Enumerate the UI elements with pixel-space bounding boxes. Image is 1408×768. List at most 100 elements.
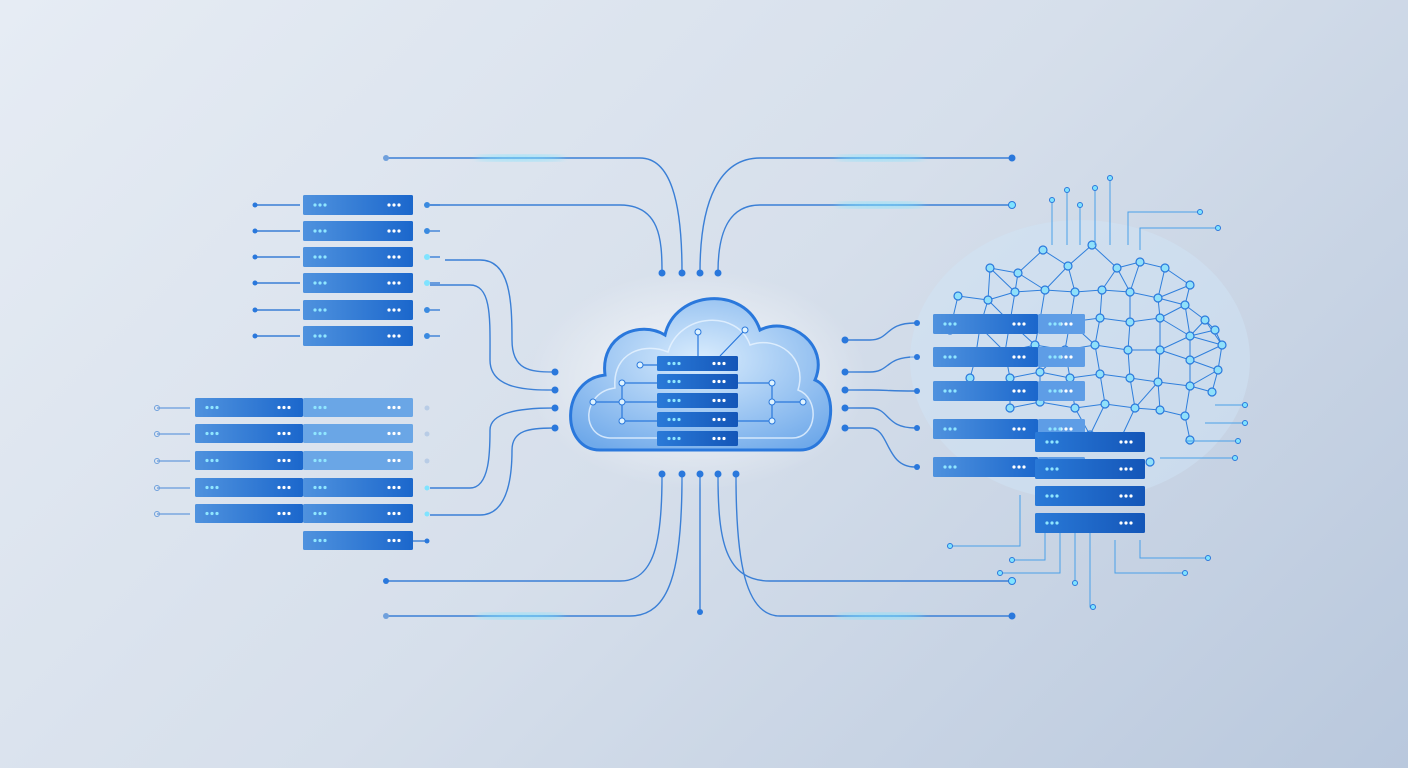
status-led bbox=[318, 255, 322, 259]
connector-dot bbox=[841, 368, 849, 376]
neural-edge bbox=[1159, 349, 1191, 361]
connector-dot bbox=[1008, 154, 1016, 162]
status-led bbox=[313, 281, 317, 285]
connection-line bbox=[845, 322, 916, 341]
neural-edge bbox=[1074, 403, 1106, 409]
status-led bbox=[1022, 389, 1026, 393]
neural-node bbox=[1005, 373, 1015, 383]
status-led bbox=[210, 511, 214, 516]
status-led bbox=[397, 511, 401, 516]
status-led bbox=[323, 431, 327, 436]
circuit-node bbox=[1242, 420, 1248, 426]
connector-dot bbox=[383, 578, 389, 584]
status-led bbox=[953, 427, 957, 431]
connector-dot bbox=[154, 431, 160, 437]
server-rack-icon bbox=[195, 504, 303, 523]
status-led bbox=[1058, 427, 1062, 431]
server-body bbox=[933, 457, 1038, 477]
status-led bbox=[667, 398, 671, 403]
neural-node bbox=[965, 373, 975, 383]
neural-node bbox=[985, 263, 995, 273]
status-led bbox=[392, 255, 396, 259]
neural-edge bbox=[1099, 317, 1131, 323]
status-led bbox=[943, 465, 947, 469]
status-led bbox=[287, 458, 291, 463]
status-led bbox=[323, 334, 327, 338]
status-led bbox=[387, 538, 391, 543]
server-rack-icon bbox=[657, 431, 738, 446]
neural-edge bbox=[1067, 244, 1093, 267]
connector-dot bbox=[154, 485, 160, 491]
circuit-node bbox=[1232, 455, 1238, 461]
neural-edge bbox=[989, 267, 1016, 293]
neural-edge bbox=[989, 267, 1019, 274]
status-led bbox=[387, 485, 391, 490]
status-led bbox=[1129, 467, 1133, 471]
server-rack-icon bbox=[1038, 347, 1085, 367]
neural-node bbox=[1125, 317, 1135, 327]
neural-edge bbox=[1189, 335, 1223, 346]
status-led bbox=[1017, 427, 1021, 431]
circuit-node bbox=[1077, 202, 1083, 208]
neural-node bbox=[1038, 245, 1048, 255]
circuit-trace bbox=[950, 495, 1021, 547]
status-led bbox=[1055, 521, 1059, 525]
server-body bbox=[933, 314, 1038, 334]
server-rack-icon bbox=[933, 457, 1038, 477]
status-led bbox=[667, 417, 671, 422]
circuit-node bbox=[589, 398, 597, 406]
status-led bbox=[1045, 494, 1049, 498]
status-led bbox=[387, 405, 391, 410]
circuit-node bbox=[1205, 555, 1211, 561]
circuit-trace bbox=[1139, 227, 1218, 250]
neural-node bbox=[1185, 331, 1195, 341]
status-led bbox=[323, 308, 327, 312]
status-led bbox=[397, 431, 401, 436]
status-led bbox=[1022, 465, 1026, 469]
status-led bbox=[1055, 440, 1059, 444]
status-led bbox=[1048, 427, 1052, 431]
status-led bbox=[387, 334, 391, 338]
neural-node bbox=[1180, 300, 1190, 310]
neural-edge bbox=[1159, 304, 1186, 319]
status-led bbox=[210, 405, 214, 410]
connector-dot bbox=[154, 511, 160, 517]
neural-edge bbox=[1104, 403, 1136, 409]
neural-node bbox=[1180, 411, 1190, 421]
status-led bbox=[717, 361, 721, 366]
server-rack-icon bbox=[303, 326, 413, 346]
glow bbox=[835, 202, 925, 208]
status-led bbox=[717, 379, 721, 384]
status-led bbox=[1119, 521, 1123, 525]
status-led bbox=[210, 431, 214, 436]
neural-node bbox=[1010, 287, 1020, 297]
status-led bbox=[672, 417, 676, 422]
status-led bbox=[948, 389, 952, 393]
server-body bbox=[303, 326, 413, 346]
status-led bbox=[722, 436, 726, 441]
neural-node bbox=[1013, 268, 1023, 278]
neural-edge bbox=[1134, 381, 1159, 409]
circuit-trace bbox=[1139, 540, 1208, 559]
neural-edge bbox=[1039, 401, 1076, 409]
status-led bbox=[323, 281, 327, 285]
status-led bbox=[205, 485, 209, 490]
neural-edge bbox=[1069, 373, 1101, 379]
status-led bbox=[1053, 389, 1057, 393]
circuit-node bbox=[768, 417, 776, 425]
status-led bbox=[397, 203, 401, 207]
neural-node bbox=[1070, 287, 1080, 297]
connection-lines bbox=[157, 157, 1012, 617]
connector-dot bbox=[696, 470, 704, 478]
server-rack-icon bbox=[303, 531, 413, 550]
connector-dot bbox=[841, 424, 849, 432]
neural-node bbox=[1063, 261, 1073, 271]
status-led bbox=[722, 361, 726, 366]
status-led bbox=[1048, 389, 1052, 393]
status-led bbox=[397, 485, 401, 490]
status-led bbox=[392, 538, 396, 543]
connection-line bbox=[430, 204, 663, 273]
status-led bbox=[1124, 494, 1128, 498]
status-led bbox=[1053, 355, 1057, 359]
neural-edge bbox=[1157, 349, 1161, 383]
